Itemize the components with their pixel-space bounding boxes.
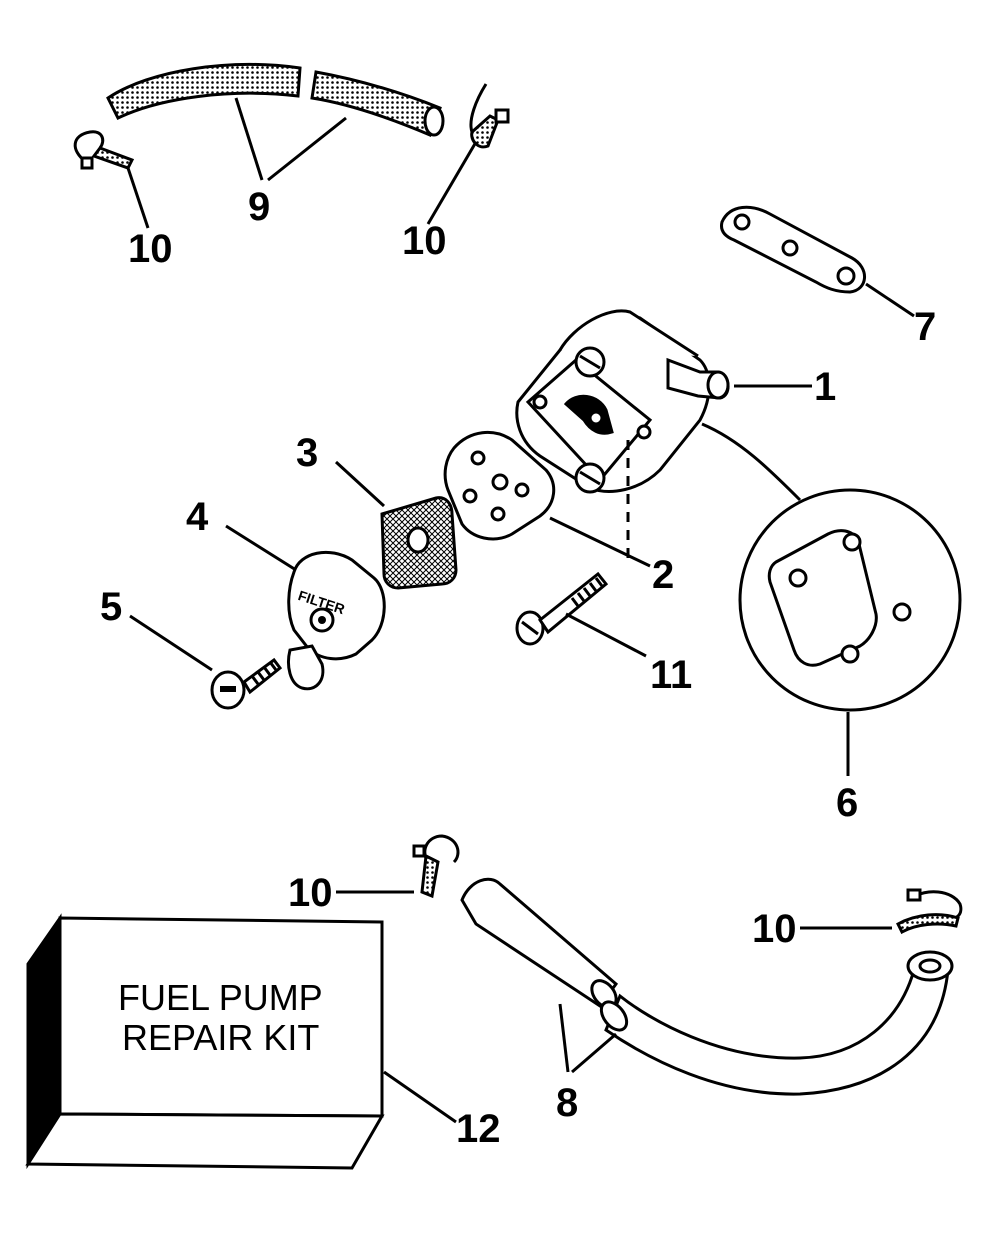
callout-5: 5 — [100, 585, 122, 629]
filter-screw — [210, 657, 283, 710]
callout-10b: 10 — [402, 219, 447, 263]
callout-1: 1 — [814, 365, 836, 409]
leader-8a — [558, 1003, 570, 1073]
leader-8b — [571, 1032, 617, 1074]
repair-kit-box — [25, 913, 385, 1170]
lower-fuel-hose — [460, 877, 954, 1096]
leader-2 — [549, 516, 651, 568]
repair-kit-label-line2: REPAIR KIT — [122, 1017, 319, 1058]
callout-8: 8 — [556, 1081, 578, 1125]
leader-5 — [129, 614, 213, 672]
callout-7: 7 — [914, 305, 936, 349]
filter-cover: FILTER — [287, 550, 386, 691]
hose-clamp-bottom-left — [412, 834, 460, 899]
callout-12: 12 — [456, 1107, 501, 1151]
callout-2: 2 — [652, 553, 674, 597]
mounting-gasket — [720, 205, 866, 294]
leader-12 — [383, 1070, 457, 1124]
hose-clamp-top-right — [469, 83, 510, 149]
leader-3 — [334, 460, 386, 508]
callout-6: 6 — [836, 781, 858, 825]
callout-4: 4 — [186, 495, 209, 539]
callout-10a: 10 — [128, 227, 173, 271]
leader-10b — [426, 141, 478, 225]
leader-9a — [234, 97, 264, 181]
repair-kit-label-line1: FUEL PUMP — [118, 977, 323, 1018]
pump-gasket — [443, 430, 556, 541]
leader-7 — [865, 282, 915, 318]
leader-9b — [267, 116, 347, 182]
upper-fuel-hose — [106, 63, 445, 137]
hose-clamp-top-left — [73, 130, 135, 170]
hose-clamp-bottom-right — [896, 888, 963, 935]
fuel-pump-body — [515, 309, 802, 502]
callout-10d: 10 — [752, 907, 797, 951]
callout-10c: 10 — [288, 871, 333, 915]
leader-11 — [565, 612, 647, 658]
callout-9: 9 — [248, 185, 270, 229]
callout-11: 11 — [650, 653, 692, 697]
pump-mounting-screw — [515, 571, 609, 646]
callout-3: 3 — [296, 431, 318, 475]
filter-screen — [380, 496, 458, 590]
pump-diaphragm — [738, 488, 962, 712]
leader-4 — [225, 524, 297, 572]
leader-10a — [126, 167, 150, 229]
